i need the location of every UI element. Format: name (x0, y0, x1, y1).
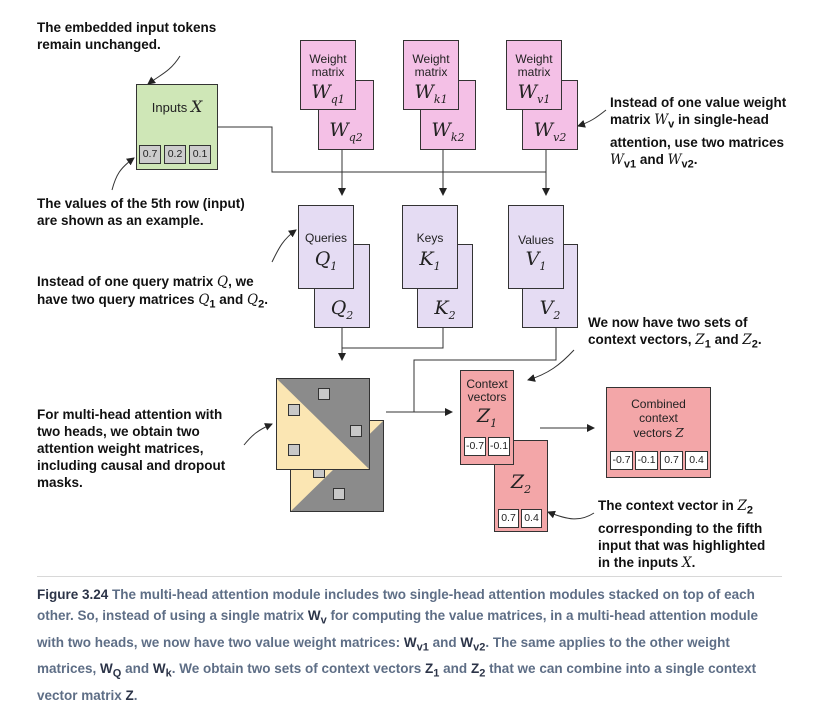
note-embedded-line1: The embedded input tokens (37, 20, 217, 35)
input-value-cell: 0.7 (139, 145, 161, 164)
connector-lines (111, 55, 607, 520)
keys-k2-symbol: K2 (434, 297, 456, 322)
weight-q1-label2: matrix (311, 65, 345, 79)
combined-value-cell: 0.7 (660, 451, 683, 470)
keys-k1-box: Keys K1 (402, 205, 458, 289)
z1-value-cell: -0.7 (464, 437, 486, 456)
weight-v1-label2: matrix (517, 65, 551, 79)
figure-caption: Figure 3.24 The multi-head attention mod… (37, 587, 758, 704)
weight-v1-label1: Weight (515, 52, 553, 66)
note-query: Instead of one query matrix Q, we have t… (37, 273, 268, 314)
note-multi-line2: two heads, we obtain two (37, 424, 200, 439)
note-value-line1: Instead of one value weight (610, 95, 787, 110)
input-value-cell: 0.1 (189, 145, 211, 164)
queries-q1-symbol: Q1 (314, 248, 338, 273)
note-multi-line1: For multi-head attention with (37, 407, 223, 422)
mask-square (288, 444, 300, 456)
note-multi-line3: attention weight matrices, (37, 441, 204, 456)
values-label: Values (518, 233, 554, 247)
z1-value-cell: -0.1 (488, 437, 510, 456)
inputs-box: Inputs X 0.7 0.2 0.1 (136, 84, 218, 170)
mask-square (318, 388, 330, 400)
note-fifth-line2: corresponding to the fifth (598, 520, 763, 536)
note-value-line4: Wv1 and Wv2. (610, 151, 698, 171)
weight-v1-symbol: Wv1 (517, 81, 551, 106)
caption-prefix: Figure 3.24 (37, 587, 109, 602)
weight-v2-symbol: Wv2 (533, 119, 567, 144)
note-query-line2: have two query matrices Q1 and Q2. (37, 292, 269, 311)
qk-to-attention-line (342, 328, 444, 349)
callout-fifth (547, 510, 595, 520)
context-label1: Context (466, 377, 508, 391)
callout-query (271, 229, 297, 263)
weight-k1-box: Weight matrix Wk1 (403, 40, 459, 110)
note-fifth-input: The context vector in Z2 corresponding t… (598, 497, 765, 572)
callout-context (527, 349, 575, 382)
caption-divider (37, 576, 782, 577)
values-v1-box: Values V1 (508, 205, 564, 289)
mask-square (333, 488, 345, 500)
weight-q1-label1: Weight (309, 52, 347, 66)
callout-values (111, 157, 135, 191)
note-values-row: The values of the 5th row (input) are sh… (37, 195, 245, 229)
queries-label: Queries (304, 231, 348, 245)
context-z1-box: Context vectors Z1 -0.7 -0.1 (460, 370, 514, 465)
note-context: We now have two sets of context vectors,… (588, 314, 762, 354)
mask-square (350, 425, 362, 437)
inputs-label: Inputs X (151, 97, 203, 116)
z2-value-cell: 0.4 (521, 509, 542, 528)
combined-context-box: Combined context vectors Z -0.7 -0.1 0.7… (606, 387, 711, 478)
context-z2-box: Z2 0.7 0.4 (494, 440, 548, 532)
queries-q1-box: Queries Q1 (298, 205, 354, 289)
combined-value-cell: 0.4 (685, 451, 708, 470)
combined-label1: Combined (631, 397, 686, 411)
combined-label2: context (639, 411, 678, 425)
keys-k1-symbol: K1 (419, 248, 441, 273)
note-value-line2: matrix Wv in single-head (610, 112, 769, 131)
queries-q2-symbol: Q2 (330, 297, 354, 322)
z2-value-cell: 0.7 (498, 509, 519, 528)
values-v1-symbol: V1 (525, 248, 547, 273)
note-context-line1: We now have two sets of (588, 315, 748, 330)
note-embedded: The embedded input tokens remain unchang… (37, 19, 216, 53)
note-multi-line5: masks. (37, 475, 83, 490)
note-value-line3: attention, use two matrices (610, 134, 785, 150)
combined-value-cell: -0.7 (610, 451, 633, 470)
weight-k2-symbol: Wk2 (431, 119, 465, 144)
weight-q1-symbol: Wq1 (311, 81, 345, 106)
weight-q1-box: Weight matrix Wq1 (300, 40, 356, 110)
values-to-context-line (413, 328, 557, 412)
combined-value-cell: -0.1 (635, 451, 658, 470)
callout-embedded (147, 55, 181, 85)
note-embedded-line2: remain unchanged. (37, 37, 161, 52)
note-multi-line4: including causal and dropout (37, 458, 226, 473)
weight-v1-box: Weight matrix Wv1 (506, 40, 562, 110)
weight-k1-label1: Weight (412, 52, 450, 66)
weight-k1-symbol: Wk1 (414, 81, 448, 106)
context-z2-symbol: Z2 (510, 471, 532, 496)
callout-value-weight (577, 109, 607, 128)
note-values-line2: are shown as an example. (37, 213, 204, 228)
context-label2: vectors (467, 390, 507, 404)
combined-label3: vectors Z (633, 426, 684, 440)
note-fifth-line1: The context vector in Z2 (598, 498, 754, 517)
context-z1-symbol: Z1 (476, 405, 498, 430)
note-value-weight: Instead of one value weight matrix Wv in… (610, 94, 786, 173)
note-multi-head: For multi-head attention with two heads,… (37, 406, 225, 491)
keys-label: Keys (416, 231, 444, 245)
note-query-line1: Instead of one query matrix Q, we (37, 274, 254, 290)
input-value-cell: 0.2 (164, 145, 186, 164)
input-to-weights-line (218, 126, 546, 173)
note-fifth-line3: input that was highlighted (598, 537, 766, 553)
weight-q2-symbol: Wq2 (329, 119, 363, 144)
callout-multi (243, 423, 273, 446)
values-v2-symbol: V2 (539, 297, 561, 322)
note-fifth-line4: in the inputs X. (598, 554, 696, 571)
note-values-line1: The values of the 5th row (input) (37, 196, 245, 211)
mask-square (288, 404, 300, 416)
note-context-line2: context vectors, Z1 and Z2. (588, 332, 762, 351)
weight-k1-label2: matrix (414, 65, 448, 79)
